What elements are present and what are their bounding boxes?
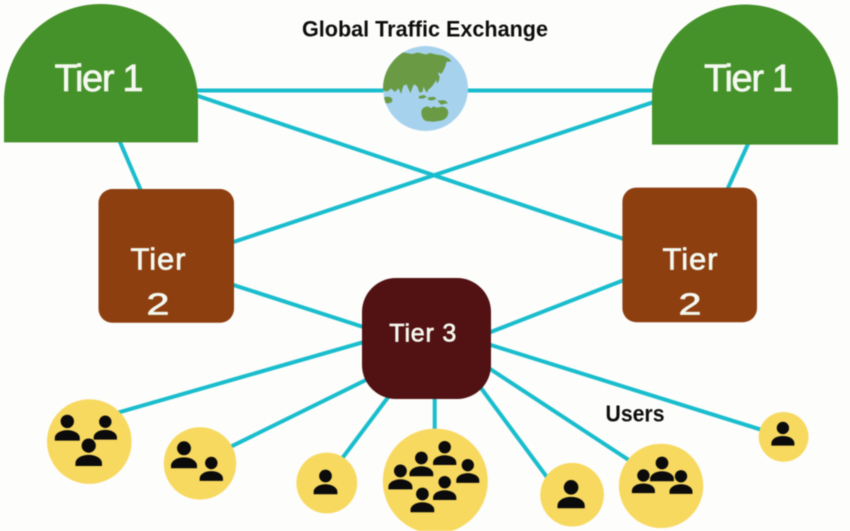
svg-text:Tier 1: Tier 1 xyxy=(704,58,793,100)
svg-text:Tier 3: Tier 3 xyxy=(389,320,456,348)
svg-text:2: 2 xyxy=(147,286,170,321)
svg-text:Tier: Tier xyxy=(663,242,718,277)
svg-text:Global Traffic Exchange: Global Traffic Exchange xyxy=(302,17,548,42)
svg-text:2: 2 xyxy=(679,286,702,321)
svg-text:Users: Users xyxy=(606,401,665,427)
svg-text:Tier 1: Tier 1 xyxy=(55,58,144,100)
svg-text:Tier: Tier xyxy=(131,242,186,277)
